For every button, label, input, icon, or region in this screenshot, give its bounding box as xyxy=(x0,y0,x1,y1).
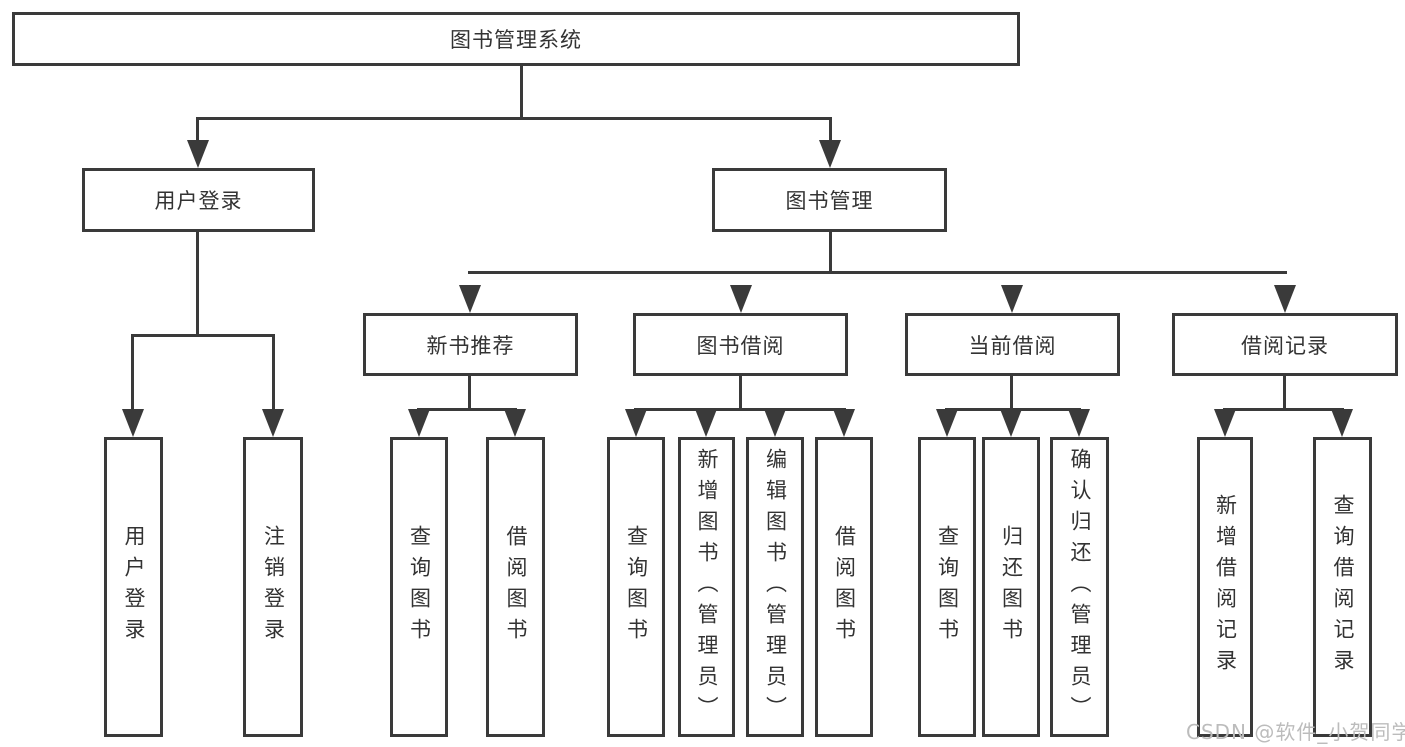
leaf-query-books-current: 查询图书 xyxy=(918,437,976,737)
node-label: 图书管理 xyxy=(785,189,874,213)
arrow-head-icon xyxy=(1000,409,1022,437)
leaf-borrow-books: 借阅图书 xyxy=(815,437,873,737)
leaf-label: 新增借阅记录 xyxy=(1213,494,1238,680)
arrow-head-icon xyxy=(1274,285,1296,313)
leaf-borrow-books-recommend: 借阅图书 xyxy=(486,437,545,737)
node-user-login: 用户登录 xyxy=(82,168,315,232)
leaf-query-borrow-record: 查询借阅记录 xyxy=(1313,437,1372,737)
leaf-label: 新增图书（管理员） xyxy=(695,447,719,727)
leaf-confirm-return-admin: 确认归还（管理员） xyxy=(1050,437,1109,737)
leaf-query-books-borrowing: 查询图书 xyxy=(607,437,665,737)
connector-line xyxy=(1283,376,1286,410)
arrow-head-icon xyxy=(625,409,647,437)
leaf-edit-books-admin: 编辑图书（管理员） xyxy=(746,437,804,737)
arrow-head-icon xyxy=(819,140,841,168)
arrow-head-icon xyxy=(122,409,144,437)
arrow-head-icon xyxy=(1331,409,1353,437)
connector-line xyxy=(829,117,832,147)
connector-line xyxy=(131,334,275,337)
leaf-label: 编辑图书（管理员） xyxy=(763,447,788,727)
node-book-management: 图书管理 xyxy=(712,168,947,232)
leaf-label: 注销登录 xyxy=(261,525,286,649)
arrow-head-icon xyxy=(262,409,284,437)
arrow-head-icon xyxy=(459,285,481,313)
connector-line xyxy=(417,408,517,411)
node-new-book-recommend: 新书推荐 xyxy=(363,313,578,376)
node-library-management-system: 图书管理系统 xyxy=(12,12,1020,66)
connector-line xyxy=(1010,376,1013,410)
leaf-logout: 注销登录 xyxy=(243,437,303,737)
watermark: CSDN @软件_小贺同学 xyxy=(1186,720,1405,744)
connector-line xyxy=(468,376,471,410)
node-label: 借阅记录 xyxy=(1241,333,1329,358)
connector-line xyxy=(468,271,1287,274)
node-borrow-records: 借阅记录 xyxy=(1172,313,1398,376)
connector-line xyxy=(829,232,832,274)
connector-line xyxy=(131,334,134,412)
leaf-return-books: 归还图书 xyxy=(982,437,1040,737)
node-label: 当前借阅 xyxy=(968,333,1057,358)
leaf-label: 查询图书 xyxy=(935,525,960,649)
leaf-label: 借阅图书 xyxy=(832,525,857,649)
leaf-label: 查询借阅记录 xyxy=(1331,494,1355,680)
arrow-head-icon xyxy=(730,285,752,313)
node-book-borrowing: 图书借阅 xyxy=(633,313,848,376)
leaf-label: 确认归还（管理员） xyxy=(1068,447,1092,727)
arrow-head-icon xyxy=(504,409,526,437)
arrow-head-icon xyxy=(187,140,209,168)
connector-line xyxy=(520,66,523,120)
arrow-head-icon xyxy=(833,409,855,437)
node-current-borrowing: 当前借阅 xyxy=(905,313,1120,376)
node-label: 新书推荐 xyxy=(426,333,515,358)
connector-line xyxy=(196,117,832,120)
arrow-head-icon xyxy=(764,409,786,437)
leaf-label: 查询图书 xyxy=(407,525,432,649)
leaf-query-books-recommend: 查询图书 xyxy=(390,437,448,737)
connector-line xyxy=(272,334,275,412)
leaf-label: 归还图书 xyxy=(999,525,1024,649)
node-label: 用户登录 xyxy=(154,189,243,213)
node-label: 图书管理系统 xyxy=(450,28,582,52)
connector-line xyxy=(634,408,846,411)
arrow-head-icon xyxy=(936,409,958,437)
leaf-user-login: 用户登录 xyxy=(104,437,163,737)
arrow-head-icon xyxy=(408,409,430,437)
connector-line xyxy=(739,376,742,410)
leaf-label: 查询图书 xyxy=(624,525,649,649)
arrow-head-icon xyxy=(1214,409,1236,437)
arrow-head-icon xyxy=(695,409,717,437)
leaf-add-books-admin: 新增图书（管理员） xyxy=(678,437,735,737)
connector-line xyxy=(1223,408,1344,411)
leaf-label: 借阅图书 xyxy=(504,525,528,649)
connector-line xyxy=(196,117,199,147)
leaf-add-borrow-record: 新增借阅记录 xyxy=(1197,437,1253,737)
connector-line xyxy=(196,232,199,336)
arrow-head-icon xyxy=(1001,285,1023,313)
node-label: 图书借阅 xyxy=(696,333,785,358)
arrow-head-icon xyxy=(1068,409,1090,437)
leaf-label: 用户登录 xyxy=(122,525,146,649)
